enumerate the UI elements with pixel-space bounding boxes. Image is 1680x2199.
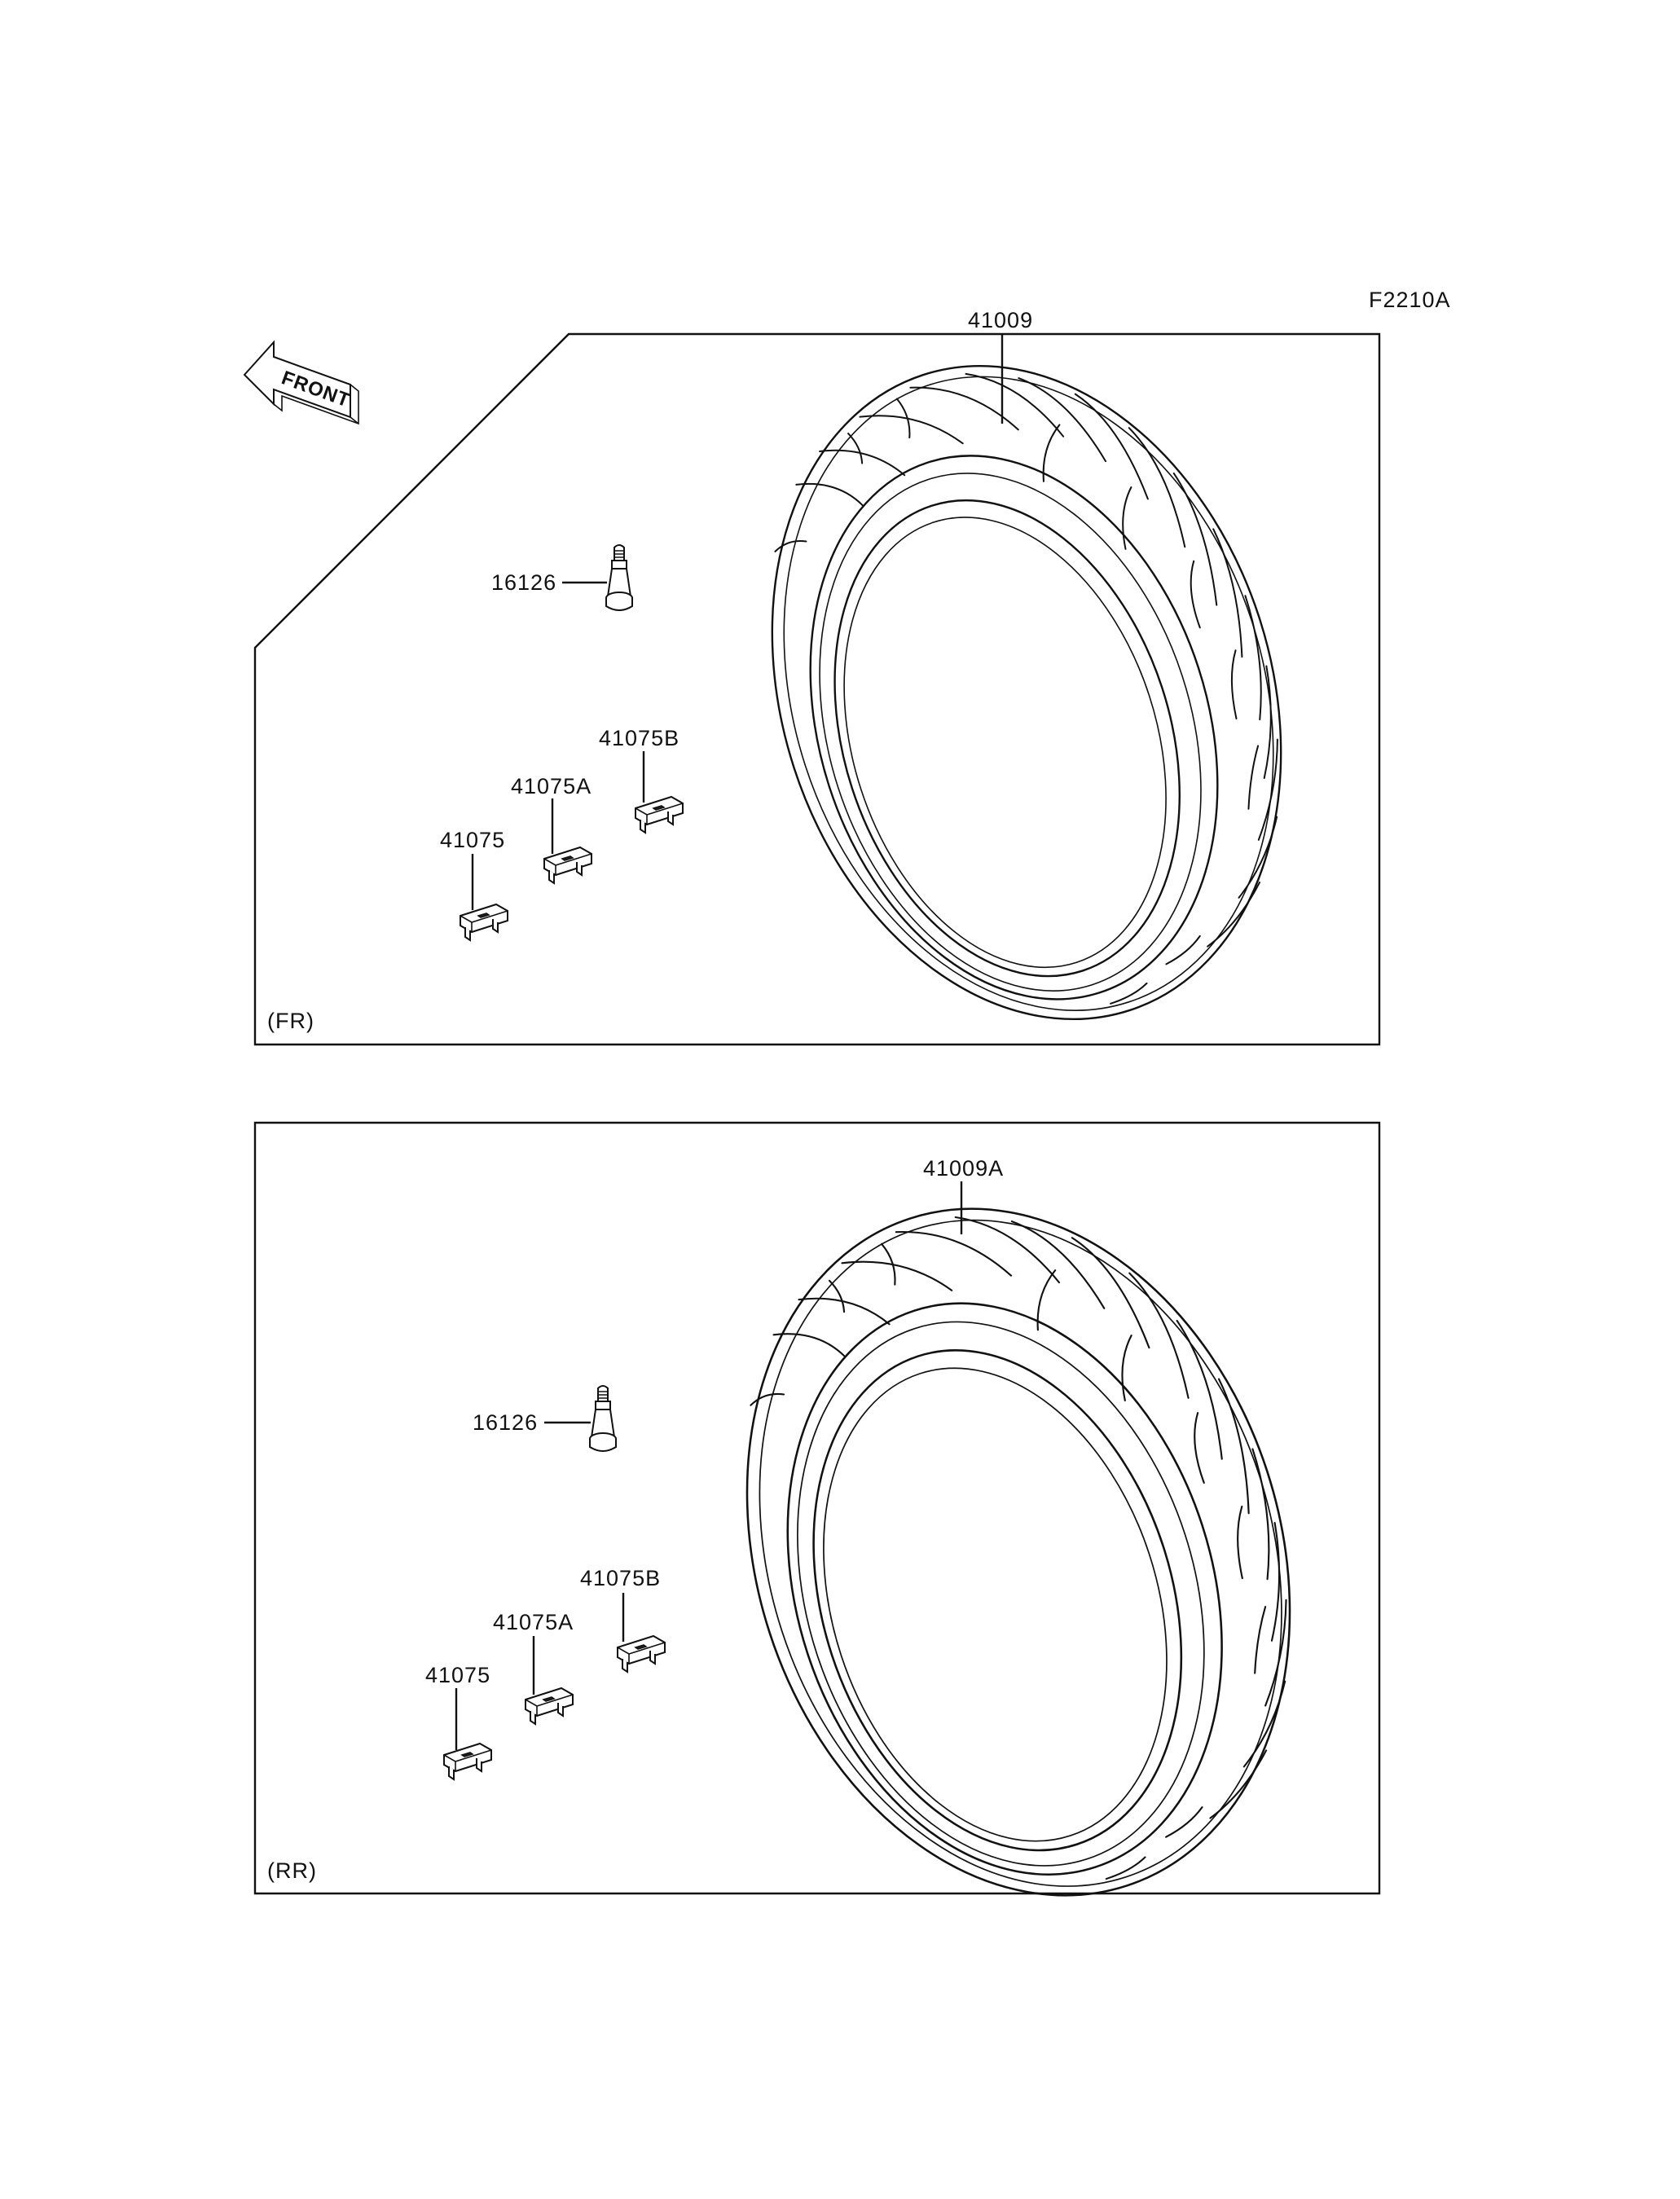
- rear-tire-label: 41009A: [923, 1156, 1004, 1181]
- rear-panel: 41009A 16126 41075B 41075A 41075 (RR): [253, 1121, 1381, 1968]
- rear-tire-drawing: [660, 1137, 1377, 1968]
- front-tire-drawing: [689, 298, 1364, 1087]
- rear-weight-a-drawing: [525, 1687, 574, 1725]
- front-weight-label: 41075: [440, 828, 505, 852]
- rear-valve-drawing: [589, 1385, 617, 1452]
- front-tire-label: 41009: [968, 308, 1033, 332]
- rear-weight-b-drawing: [617, 1635, 666, 1673]
- front-panel-caption: (FR): [267, 1009, 314, 1033]
- front-panel: FRONT 41009 16126 41075B 41075A 41075 (F: [244, 298, 1381, 1087]
- front-arrow-icon: FRONT: [244, 341, 359, 424]
- diagram-code: F2210A: [1369, 288, 1451, 312]
- rear-panel-caption: (RR): [267, 1858, 317, 1883]
- rear-weight-b-label: 41075B: [580, 1566, 661, 1590]
- front-weight-a-label: 41075A: [511, 774, 592, 798]
- rear-valve-label: 16126: [473, 1410, 538, 1435]
- front-weight-b-drawing: [635, 796, 684, 833]
- front-weight-drawing: [460, 904, 508, 941]
- front-weight-b-label: 41075B: [599, 726, 679, 750]
- front-valve-drawing: [605, 544, 633, 611]
- front-valve-label: 16126: [491, 570, 556, 595]
- rear-weight-a-label: 41075A: [493, 1610, 574, 1634]
- rear-weight-drawing: [443, 1743, 492, 1780]
- front-weight-a-drawing: [543, 847, 592, 884]
- rear-weight-label: 41075: [425, 1663, 490, 1687]
